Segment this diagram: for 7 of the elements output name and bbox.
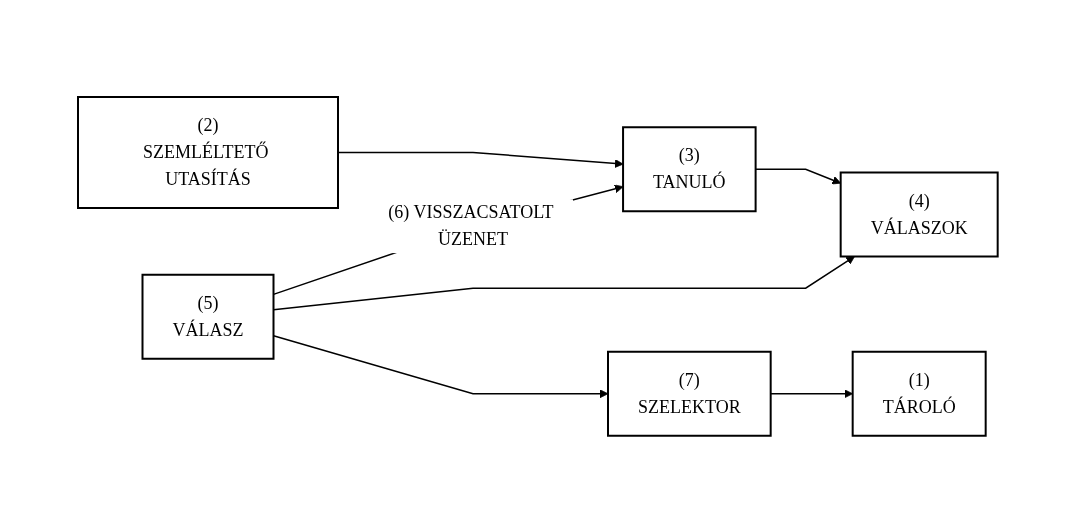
node-box: (3) TANULÓ	[621, 125, 757, 212]
edge-label: (6) VISSZACSATOLT ÜZENET	[387, 201, 553, 249]
node-box: (7) SZELEKTOR	[606, 350, 772, 437]
node-box: (5) VÁLASZ	[141, 273, 275, 360]
node-box: (4) VÁLASZOK	[839, 171, 999, 258]
node-box: (2) SZEMLÉLTETŐ UTASÍTÁS	[76, 95, 339, 209]
node-box: (1) TÁROLÓ	[851, 350, 987, 437]
